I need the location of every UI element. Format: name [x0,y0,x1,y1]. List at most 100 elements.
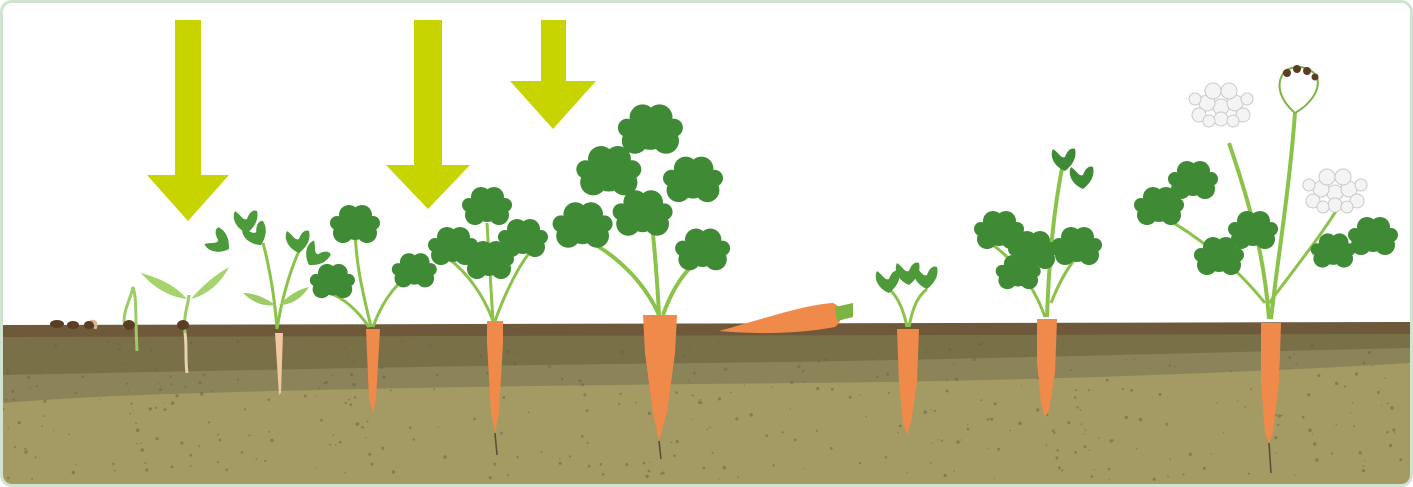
soil-speck [1066,349,1068,351]
soil-speck [1084,429,1086,431]
soil-speck [561,378,564,381]
soil-speck [304,395,307,398]
soil-speck [203,374,205,376]
soil-speck [436,374,438,376]
soil-speck [211,391,213,393]
soil-speck [1165,423,1168,426]
soil-speck [12,390,15,393]
soil-speck [368,453,371,456]
soil-speck [219,439,222,442]
soil-speck [723,466,727,470]
soil-speck [689,381,690,382]
soil-speck [879,352,881,354]
soil-speck [955,378,958,381]
soil-speck [43,400,46,403]
soil-speck [99,399,100,400]
soil-speck [1362,469,1365,472]
soil-speck [724,368,727,371]
soil-speck [1169,365,1171,367]
soil-speck [1362,465,1364,467]
down-arrow-icon [510,20,596,129]
flower-stalk [1271,113,1295,319]
soil-speck [693,372,696,375]
leaflet [1052,148,1076,171]
soil-speck [681,350,682,351]
soil-speck [176,357,178,359]
soil-speck [170,383,172,385]
soil-speck [1149,368,1150,369]
leaflet [1070,166,1094,189]
soil-speck [816,430,818,432]
soil-speck [350,373,353,376]
soil-speck [1174,366,1176,368]
soil-speck [244,408,246,410]
soil-speck [1392,428,1395,431]
soil-speck [353,361,355,363]
seed [50,320,64,328]
soil-speck [956,440,959,443]
soil-speck [1196,345,1197,346]
soil-speck [1372,365,1373,366]
soil-speck [1009,430,1011,432]
soil-speck [184,385,186,387]
soil-speck [1307,393,1310,396]
soil-speck [161,386,162,387]
soil-speck [860,394,861,395]
soil-speck [241,451,244,454]
soil-speck [363,427,365,429]
soil-speck [25,451,28,454]
soil-speck [1167,476,1169,478]
soil-speck [418,369,419,370]
soil-speck [352,383,355,386]
soil-speck [473,418,476,421]
soil-speck [513,362,517,366]
soil-speck [333,434,335,436]
soil-speck [82,376,84,378]
soil-speck [829,350,831,352]
soil-speck [114,470,116,472]
soil-speck [316,468,317,469]
soil-speck [264,460,266,462]
soil-speck [1074,451,1077,454]
soil-speck [948,348,951,351]
soil-speck [1089,449,1091,451]
soil-speck [973,358,976,361]
soil-speck [934,410,936,412]
soil-speck [237,378,239,380]
leaf-cluster [1168,161,1218,199]
soil-speck [1317,374,1320,377]
soil-speck [586,409,589,412]
soil-speck [263,348,265,350]
soil-speck [35,456,37,458]
soil-speck [28,366,30,368]
soil-speck [559,462,562,465]
soil-speck [54,344,58,348]
soil-speck [718,397,721,400]
leaf-cluster [310,264,355,298]
soil-speck [516,456,518,458]
soil-speck [790,381,793,384]
soil-speck [967,424,968,425]
soil-speck [112,463,115,466]
soil-speck [660,473,662,475]
soil-speck [390,389,392,391]
soil [3,322,1410,484]
soil-speck [938,439,939,440]
soil-speck [980,399,982,401]
soil-speck [212,365,214,367]
soil-speck [899,425,902,428]
soil-speck [27,376,30,379]
soil-speck [944,474,947,477]
soil-speck [581,435,584,438]
soil-speck [123,370,125,372]
soil-speck [691,419,692,420]
soil-speck [1274,436,1277,439]
soil-speck [1384,377,1385,378]
soil-speck [906,472,907,473]
soil-speck [1331,452,1333,454]
soil-speck [156,437,159,440]
soil-speck [356,422,360,426]
leaflet [896,262,920,285]
soil-speck [953,470,955,472]
leaflet [234,210,258,233]
